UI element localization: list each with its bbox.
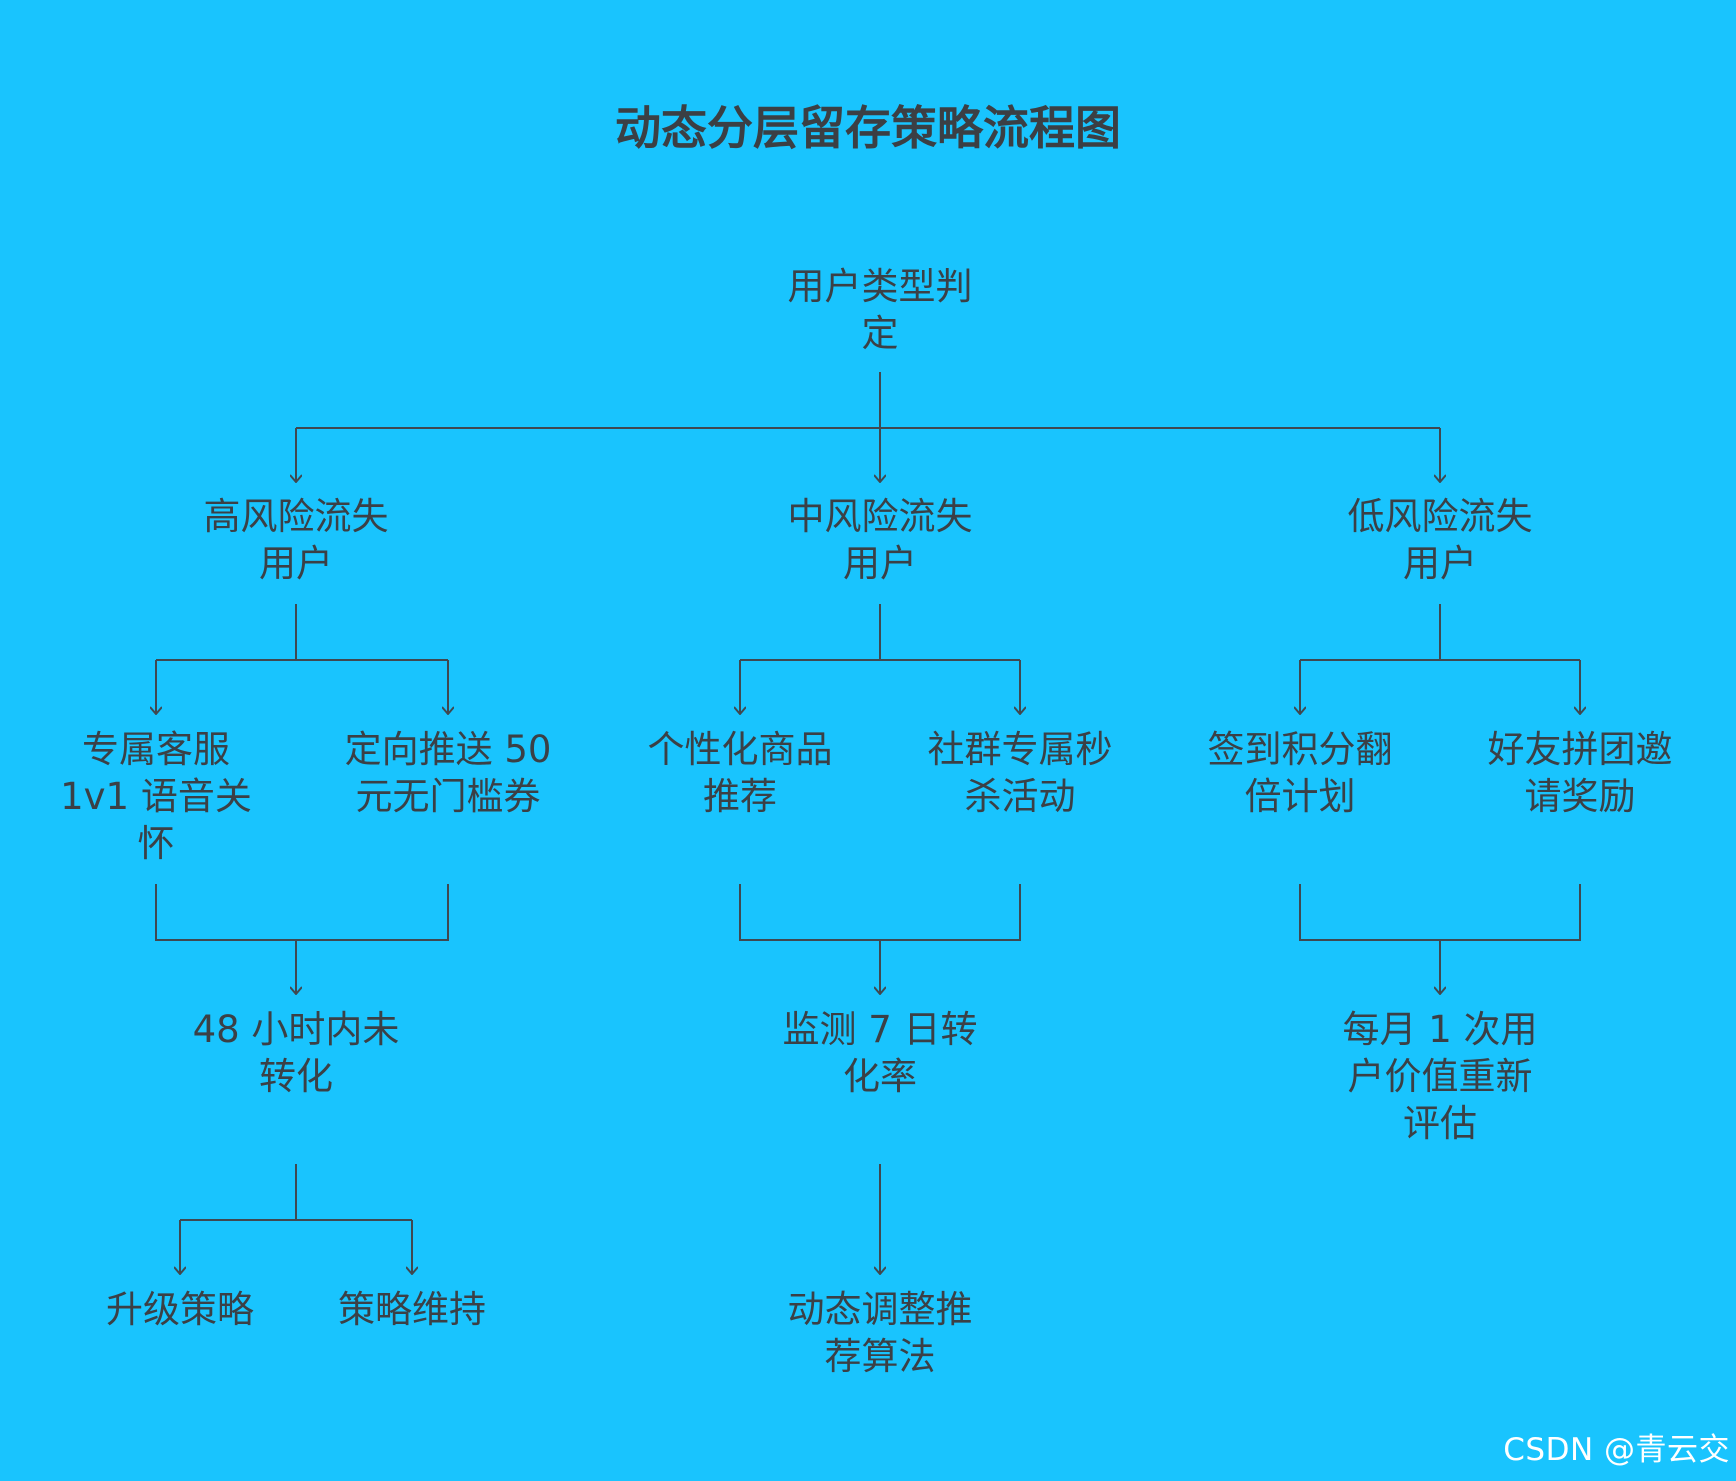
node-48h: 48 小时内未转化 bbox=[192, 1008, 400, 1098]
node-flash-sale: 社群专属秒杀活动 bbox=[927, 728, 1113, 818]
node-recommend: 个性化商品推荐 bbox=[647, 728, 833, 818]
node-mid-risk: 中风险流失用户 bbox=[787, 495, 973, 585]
node-coupon: 定向推送 50 元无门槛券 bbox=[344, 728, 552, 818]
node-group-buy: 好友拼团邀请奖励 bbox=[1487, 728, 1673, 818]
edge-high-merge bbox=[155, 884, 449, 941]
node-low-risk: 低风险流失用户 bbox=[1347, 495, 1533, 585]
flowchart-edges bbox=[156, 372, 1580, 1274]
diagram-title: 动态分层留存策略流程图 bbox=[615, 101, 1121, 155]
node-adjust-algo: 动态调整推荐算法 bbox=[787, 1288, 973, 1378]
node-checkin: 签到积分翻倍计划 bbox=[1207, 728, 1393, 818]
node-monitor-7d: 监测 7 日转化率 bbox=[782, 1008, 978, 1098]
node-maintain: 策略维持 bbox=[338, 1288, 486, 1331]
node-upgrade: 升级策略 bbox=[106, 1288, 254, 1331]
edge-mid-merge bbox=[739, 884, 1021, 941]
node-user-type: 用户类型判定 bbox=[787, 265, 973, 355]
node-monthly-eval: 每月 1 次用户价值重新评估 bbox=[1342, 1008, 1538, 1145]
node-high-risk: 高风险流失用户 bbox=[203, 495, 389, 585]
watermark: CSDN @青云交 bbox=[1503, 1432, 1730, 1468]
node-vip-service: 专属客服 1v1 语音关怀 bbox=[60, 728, 252, 865]
edge-low-merge bbox=[1299, 884, 1581, 941]
